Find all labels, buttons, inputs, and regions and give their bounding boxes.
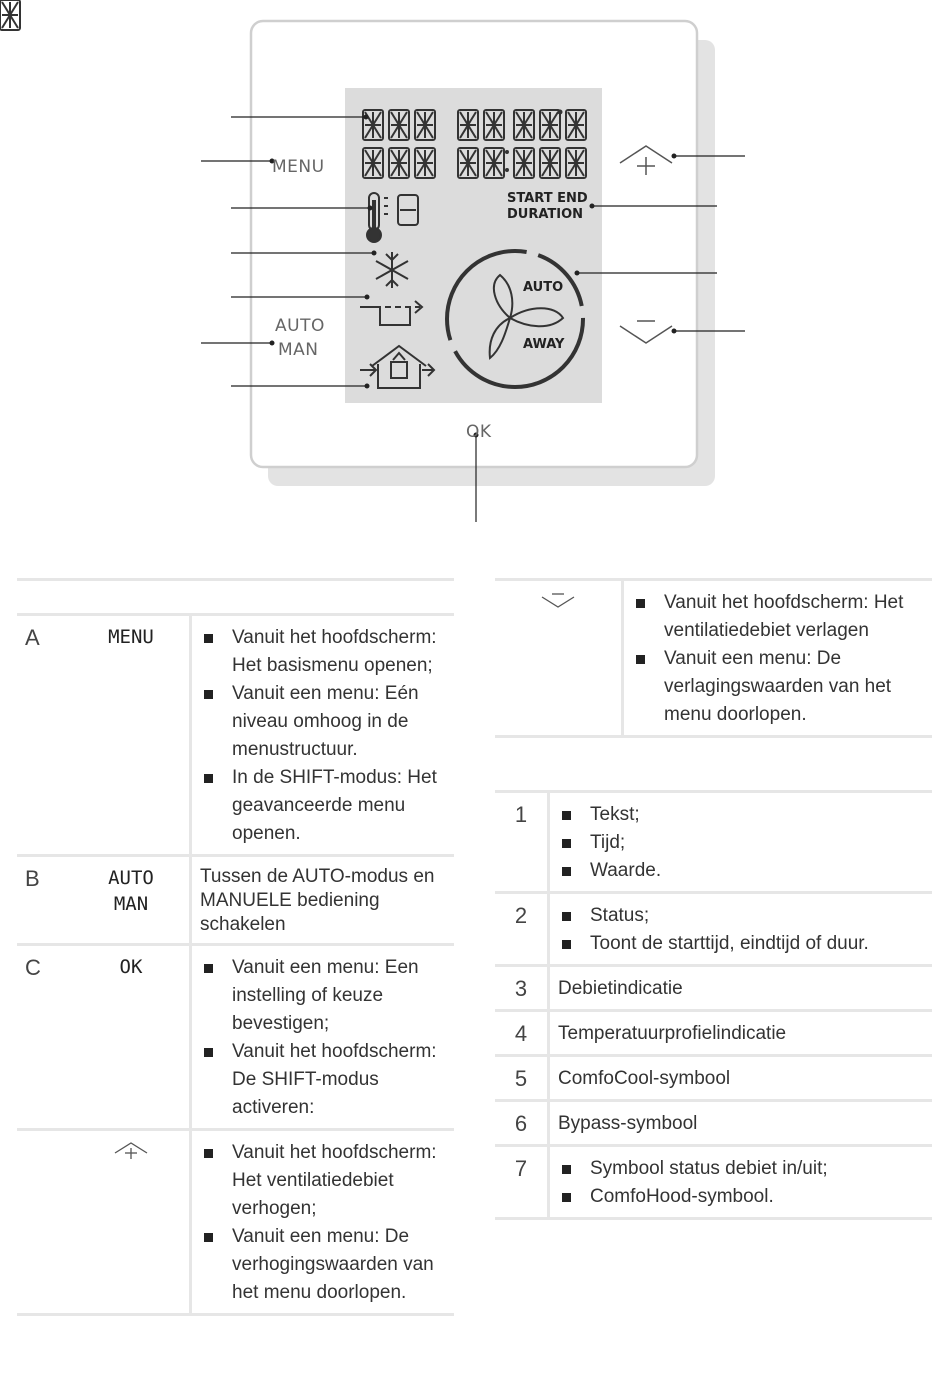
lcd-fan-away: AWAY bbox=[523, 337, 565, 352]
man-symbol: MAN bbox=[113, 893, 149, 915]
list-item: Vanuit een menu: Eén niveau omhoog in de… bbox=[200, 680, 446, 764]
fan-flow-indicator bbox=[445, 249, 585, 389]
list-item: Tijd; bbox=[558, 829, 924, 857]
row-number: 6 bbox=[495, 1100, 550, 1147]
ok-button-label[interactable]: OK bbox=[466, 422, 492, 442]
row-number: 2 bbox=[495, 892, 550, 967]
row-text: Tussen de AUTO-modus en MANUELE bedienin… bbox=[190, 855, 454, 946]
leader-lines bbox=[201, 116, 745, 522]
thermometer-icon bbox=[366, 192, 419, 243]
list-item: Vanuit het hoofdscherm: Het ventilatiede… bbox=[632, 589, 924, 645]
list-item: Symbool status debiet in/uit; bbox=[558, 1155, 924, 1183]
table-row: 1 Tekst; Tijd; Waarde. bbox=[495, 791, 932, 894]
row-key: B bbox=[17, 855, 73, 946]
table-row: A MENU Vanuit het hoofdscherm: Het basis… bbox=[17, 614, 454, 857]
lcd-start-end: START END bbox=[507, 191, 588, 206]
list-item: In de SHIFT-modus: Het geavanceerde menu… bbox=[200, 764, 446, 848]
list-item: Vanuit een menu: De verlagingswaarden va… bbox=[632, 645, 924, 729]
lcd-duration: DURATION bbox=[507, 207, 584, 222]
row-number: 7 bbox=[495, 1145, 550, 1220]
list-item: Vanuit het hoofdscherm: Het ventilatiede… bbox=[200, 1139, 446, 1223]
table-row: Vanuit het hoofdscherm: Het ventilatiede… bbox=[17, 1129, 454, 1316]
table-row: 7 Symbool status debiet in/uit; ComfoHoo… bbox=[495, 1145, 932, 1220]
table-row: B AUTO MAN Tussen de AUTO-modus en MANUEL… bbox=[17, 855, 454, 946]
comfohood-house-icon bbox=[360, 344, 436, 389]
plus-up-icon bbox=[114, 1142, 148, 1159]
table-row: Vanuit het hoofdscherm: Het ventilatiede… bbox=[495, 578, 932, 738]
table-row: 5 ComfoCool-symbool bbox=[495, 1055, 932, 1102]
list-item: ComfoHood-symbool. bbox=[558, 1183, 924, 1211]
minus-down-icon bbox=[541, 593, 575, 608]
list-item: Vanuit het hoofdscherm: Het basismenu op… bbox=[200, 624, 446, 680]
list-item: Vanuit een menu: De verhogingswaarden va… bbox=[200, 1223, 446, 1307]
ok-symbol: OK bbox=[119, 956, 143, 978]
left-table: A MENU Vanuit het hoofdscherm: Het basis… bbox=[17, 578, 454, 1316]
row-number: 1 bbox=[495, 791, 550, 894]
menu-button-label[interactable]: MENU bbox=[272, 157, 325, 177]
row-key bbox=[17, 1129, 73, 1316]
table-row: 2 Status; Toont de starttijd, eindtijd o… bbox=[495, 892, 932, 967]
row-text: ComfoCool-symbool bbox=[548, 1055, 932, 1102]
row-number: 4 bbox=[495, 1010, 550, 1057]
list-item: Status; bbox=[558, 902, 924, 930]
auto-symbol: AUTO bbox=[108, 867, 154, 889]
table-row: 3 Debietindicatie bbox=[495, 965, 932, 1012]
list-item: Vanuit een menu: Een instelling of keuze… bbox=[200, 954, 446, 1038]
row-key: A bbox=[17, 614, 73, 857]
row-text: Bypass-symbool bbox=[548, 1100, 932, 1147]
snowflake-icon bbox=[375, 252, 409, 288]
device-illustration bbox=[0, 0, 745, 522]
row-number: 3 bbox=[495, 965, 550, 1012]
right-table-top: Vanuit het hoofdscherm: Het ventilatiede… bbox=[495, 578, 932, 738]
bypass-icon bbox=[360, 300, 424, 326]
list-item: Waarde. bbox=[558, 857, 924, 885]
table-row: C OK Vanuit een menu: Een instelling of … bbox=[17, 944, 454, 1131]
row-key: C bbox=[17, 944, 73, 1131]
menu-symbol: MENU bbox=[108, 626, 154, 648]
list-item: Toont de starttijd, eindtijd of duur. bbox=[558, 930, 924, 958]
segment-digits bbox=[0, 0, 21, 31]
row-text: Temperatuurprofielindicatie bbox=[548, 1010, 932, 1057]
plus-up-icon[interactable] bbox=[619, 145, 673, 175]
row-number: 5 bbox=[495, 1055, 550, 1102]
table-row: 4 Temperatuurprofielindicatie bbox=[495, 1010, 932, 1057]
auto-button-label[interactable]: AUTO bbox=[275, 316, 325, 336]
list-item: Tekst; bbox=[558, 801, 924, 829]
right-table-bottom: 1 Tekst; Tijd; Waarde. 2 Status; Toont d… bbox=[495, 789, 932, 1220]
table-row: 6 Bypass-symbool bbox=[495, 1100, 932, 1147]
device-diagram: MENU AUTO MAN OK START END DURATION AUTO… bbox=[0, 0, 950, 540]
row-text: Debietindicatie bbox=[548, 965, 932, 1012]
list-item: Vanuit het hoofdscherm: De SHIFT-modus a… bbox=[200, 1038, 446, 1122]
minus-down-icon[interactable] bbox=[619, 320, 673, 344]
man-button-label[interactable]: MAN bbox=[278, 340, 319, 360]
lcd-fan-auto: AUTO bbox=[523, 280, 564, 295]
